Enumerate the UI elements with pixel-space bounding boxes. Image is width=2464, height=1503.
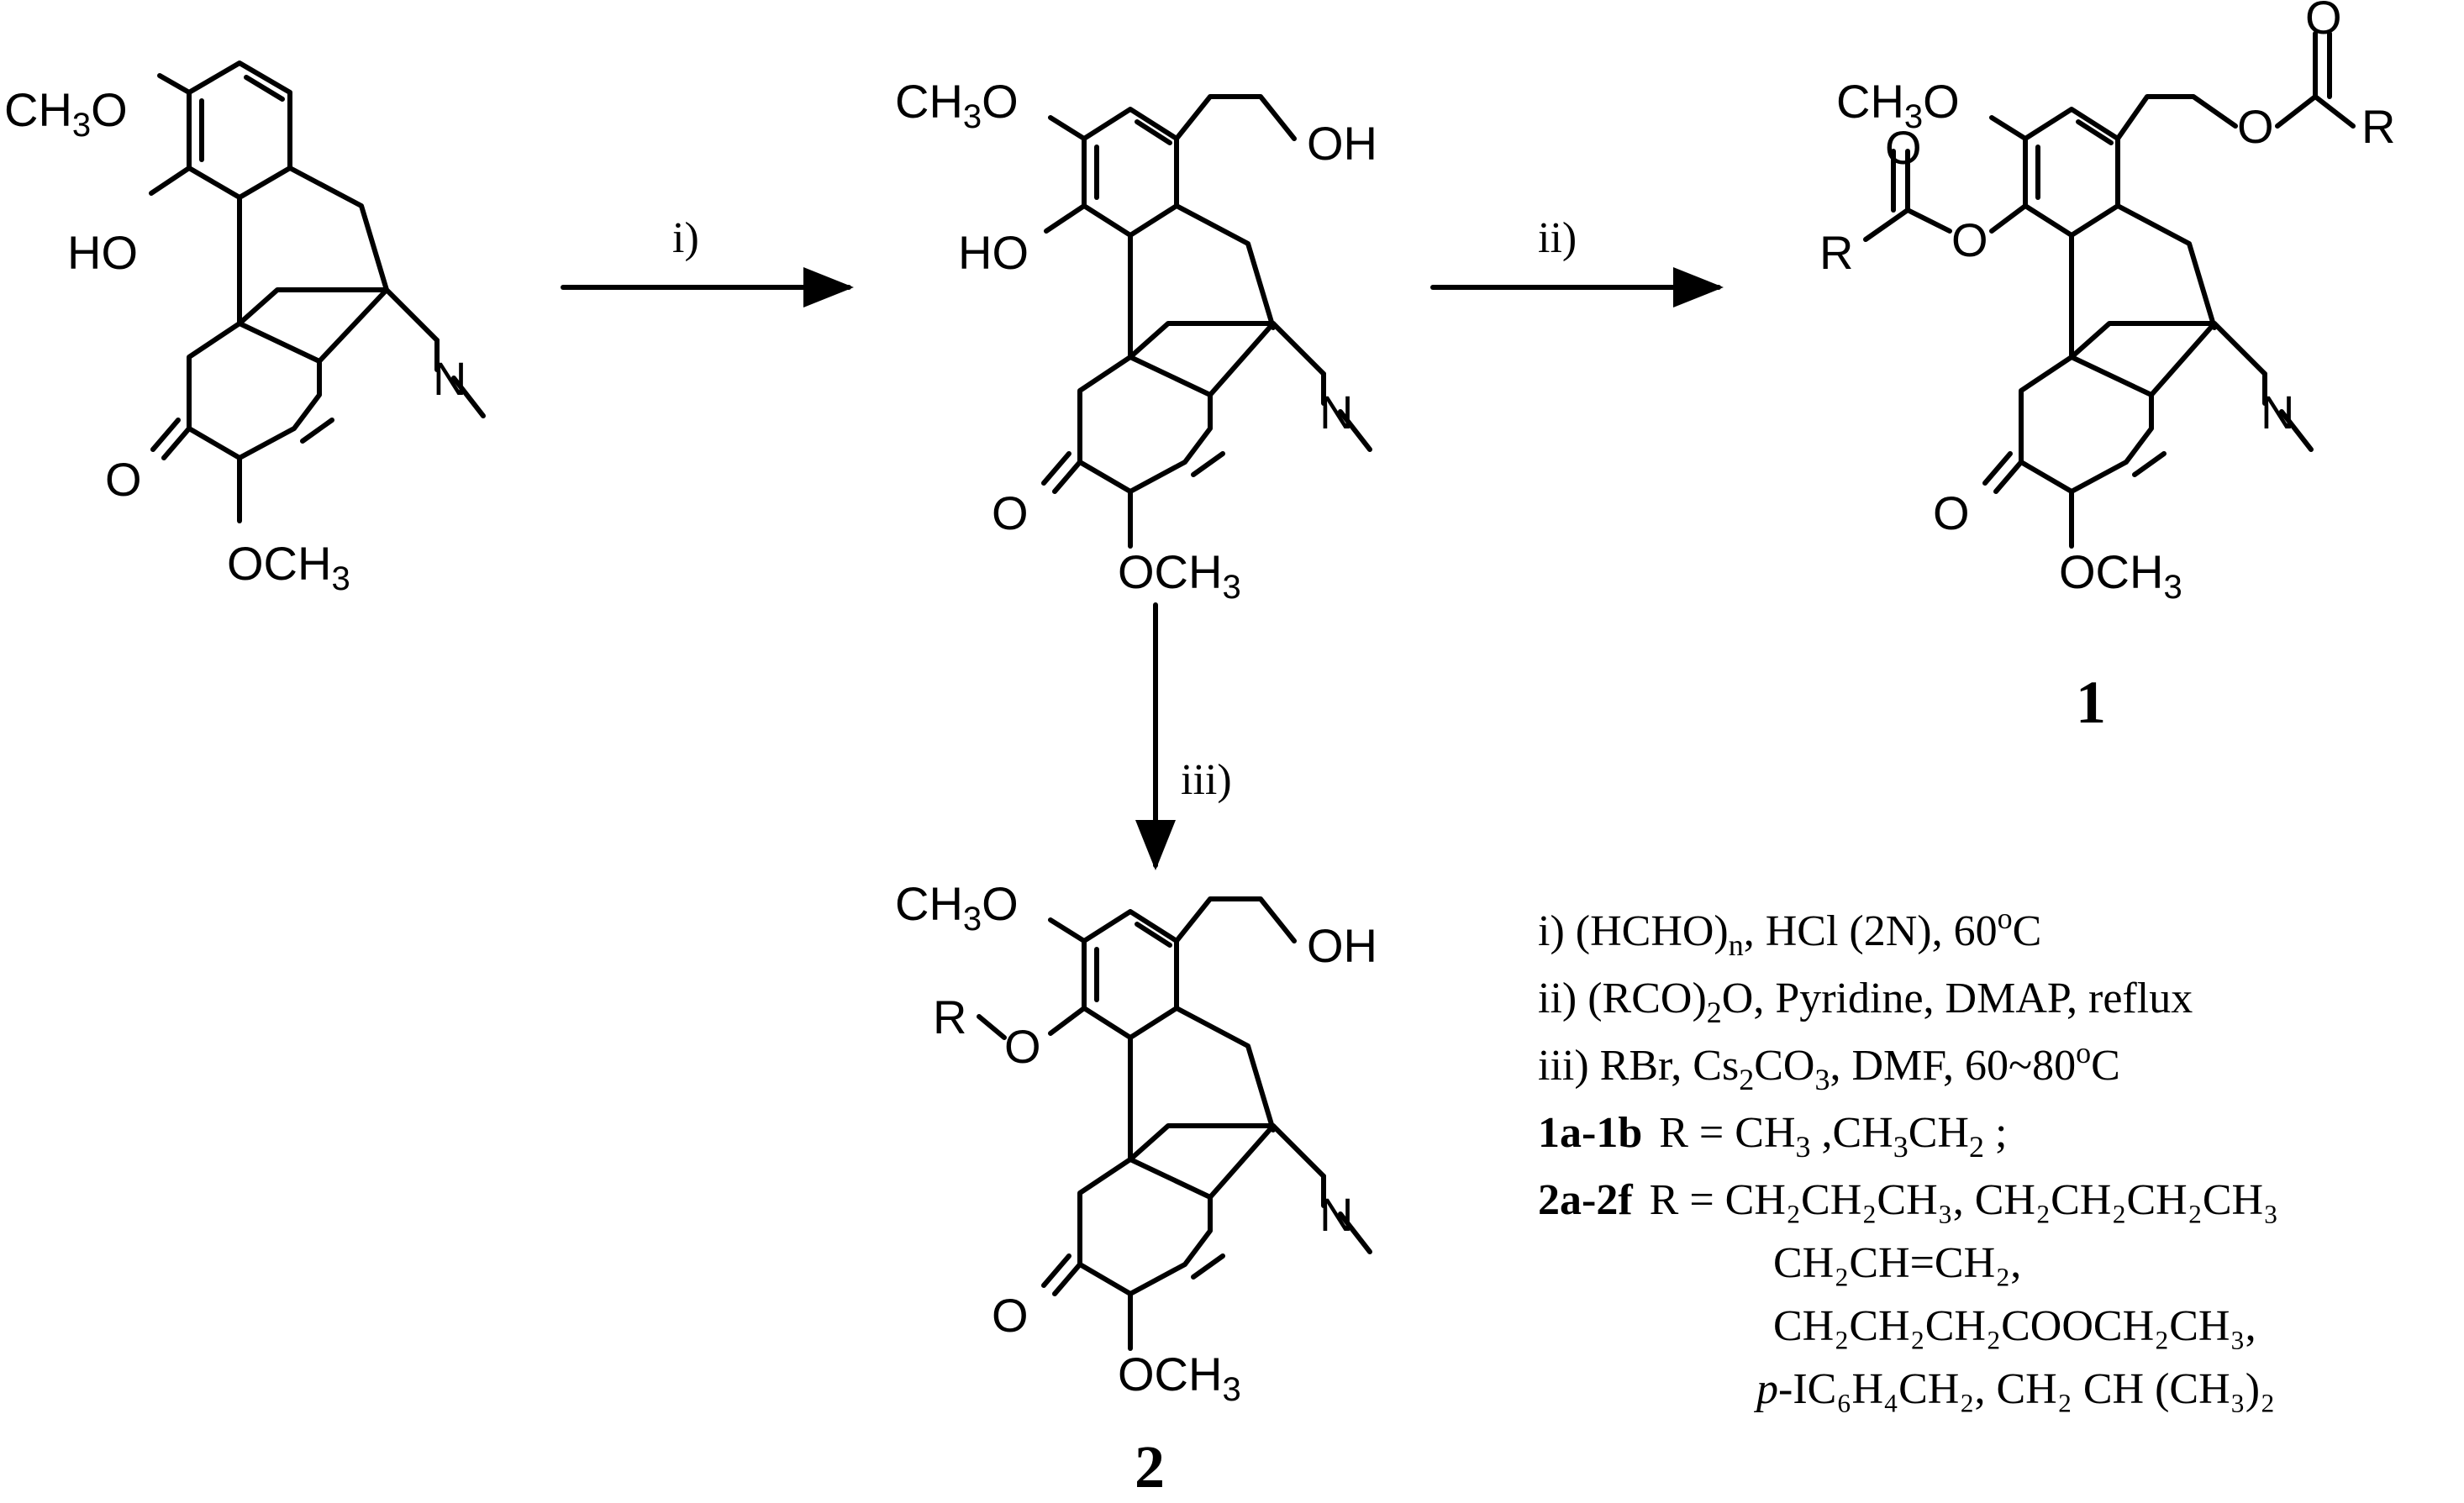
hydroxyl-methyl-label: OH <box>1307 919 1377 972</box>
r-group-2-definition-line4: p-IC₆H₄CH₂, CH₂ CH (CH₃)₂ <box>1753 1365 2275 1413</box>
ketone-oxygen-label: O <box>992 486 1029 539</box>
nitrogen-label: N <box>1319 386 1353 439</box>
arrow-label-iii: iii) <box>1181 756 1232 804</box>
product-1-structure: CH3O O O R O O R O OCH3 N <box>1819 0 2395 606</box>
nitrogen-label: N <box>2261 386 2294 439</box>
r-group-label: R <box>2361 100 2395 153</box>
methoxy-label: CH3O <box>1836 75 1960 135</box>
r-group-2-definition-line3: CH₂CH₂CH₂COOCH₂CH₃, <box>1773 1302 2256 1350</box>
methoxy-label: CH3O <box>895 75 1019 135</box>
compound-label-1: 1 <box>2076 669 2106 736</box>
carbonyl-oxygen-label: O <box>2305 0 2342 44</box>
hydroxyl-methyl-label: OH <box>1307 117 1377 170</box>
r-group-2-definition-line2: CH₂CH=CH₂, <box>1773 1239 2021 1287</box>
carbonyl-oxygen-label-2: O <box>1885 121 1922 174</box>
product-2-structure: CH3O OH O R O OCH3 N <box>895 877 1377 1408</box>
intermediate: CH3O OH HO O OCH3 N <box>895 75 1377 606</box>
condition-iii: iii) RBr, Cs2CO3, DMF, 60~80oC <box>1538 1036 2120 1096</box>
ketone-oxygen-label: O <box>1933 486 1970 539</box>
ketone-oxygen-label: O <box>105 453 142 506</box>
hydroxyl-label: HO <box>67 226 138 279</box>
compound-label-2: 2 <box>1135 1433 1165 1500</box>
arrow-label-i: i) <box>672 214 699 262</box>
arrow-label-ii: ii) <box>1538 214 1577 262</box>
condition-ii: ii) (RCO)2O, Pyridine, DMAP, reflux <box>1538 975 2193 1029</box>
ester-oxygen-label-2: O <box>1951 213 1988 266</box>
methoxy-bottom-label: OCH3 <box>2059 545 2182 606</box>
hydroxyl-label: HO <box>958 226 1029 279</box>
methoxy-bottom-label: OCH3 <box>1118 1348 1241 1408</box>
conditions-legend: i) (HCHO)n, HCl (2N), 60oC ii) (RCO)2O, … <box>1538 901 2278 1413</box>
nitrogen-label: N <box>433 352 466 405</box>
ketone-oxygen-label: O <box>992 1289 1029 1342</box>
r-group-label-2: R <box>1819 226 1853 279</box>
ester-oxygen-label: O <box>2237 100 2274 153</box>
methoxy-label: CH3O <box>895 877 1019 938</box>
methoxy-label: CH3O <box>4 83 128 144</box>
methoxy-bottom-label: OCH3 <box>1118 545 1241 606</box>
methoxy-bottom-label: OCH3 <box>227 537 350 597</box>
condition-i: i) (HCHO)n, HCl (2N), 60oC <box>1538 901 2041 962</box>
ether-oxygen-label: O <box>1004 1020 1041 1073</box>
r-group-label: R <box>933 991 966 1043</box>
starting-material: CH3O HO O OCH3 N <box>4 60 486 597</box>
nitrogen-label: N <box>1319 1188 1353 1241</box>
